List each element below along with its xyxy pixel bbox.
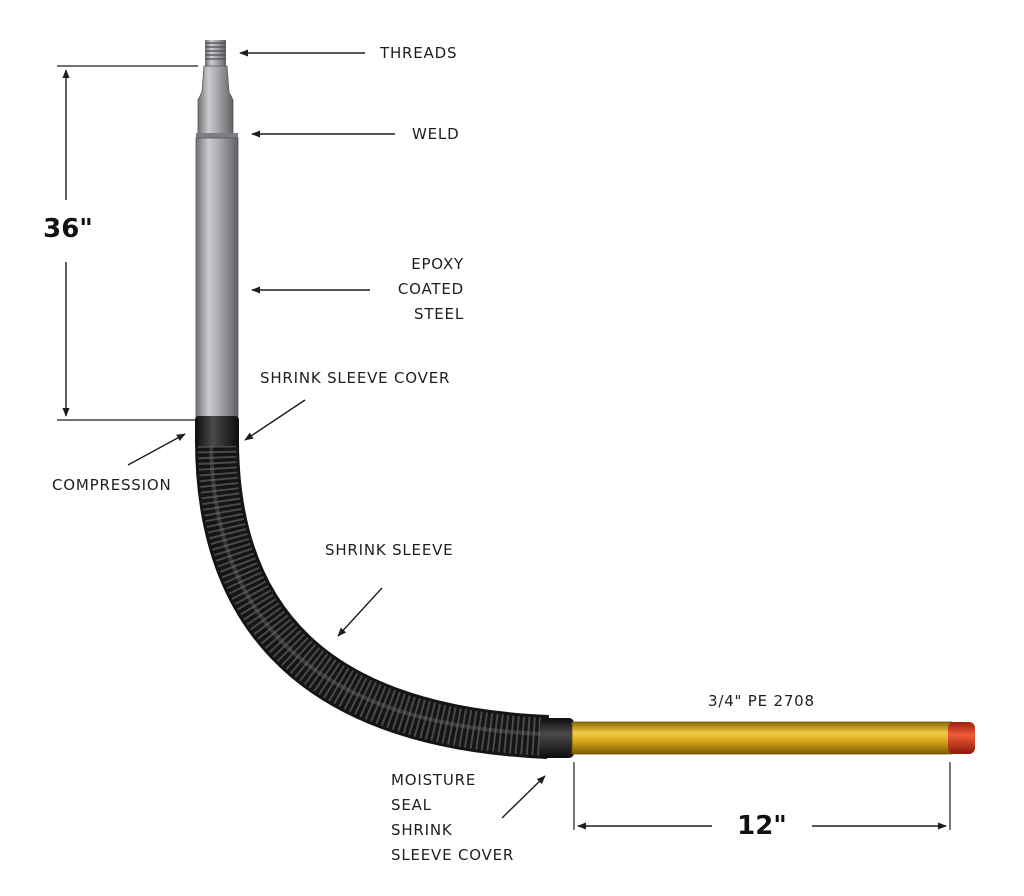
riser-length-value: 36" (36, 214, 100, 244)
moisture-seal-label-line: SHRINK (391, 821, 453, 839)
moisture-seal-label: MOISTURE SEAL SHRINK SLEEVE COVER (391, 768, 514, 868)
epoxy-coated-steel-pipe (195, 137, 239, 419)
steel-fitting (197, 65, 234, 139)
compression-label: COMPRESSION (52, 476, 172, 494)
shrink-sleeve-label: SHRINK SLEEVE (325, 541, 454, 559)
shrink-sleeve-cover-arrow (244, 399, 306, 441)
shrink-sleeve-arrow (337, 587, 383, 637)
moisture-seal-label-line: SLEEVE COVER (391, 846, 515, 864)
epoxy-label-line: EPOXY (411, 255, 464, 273)
shrink-sleeve-cover-top (195, 416, 239, 446)
moisture-seal-label-line: MOISTURE (391, 771, 477, 789)
weld-label: WELD (412, 125, 460, 143)
shrink-sleeve-cover-label: SHRINK SLEEVE COVER (260, 369, 451, 387)
moisture-seal-label-line: SEAL (391, 796, 432, 814)
pe-pipe-label: 3/4" PE 2708 (708, 692, 815, 710)
moisture-seal-arrow (501, 775, 546, 819)
weld-seam (196, 133, 238, 139)
epoxy-coated-steel-label: EPOXY COATED STEEL (378, 252, 464, 327)
threads (205, 40, 226, 66)
pe-stub-length-value: 12" (726, 811, 798, 841)
riser-length-dimension (57, 65, 198, 421)
epoxy-label-line: COATED (397, 280, 464, 298)
threads-label: THREADS (380, 44, 458, 62)
compression-arrow (127, 433, 186, 466)
moisture-seal-cover (540, 718, 574, 758)
epoxy-label-line: STEEL (414, 305, 464, 323)
pe-stub-length-dimension (573, 762, 951, 830)
end-cap (948, 722, 975, 754)
pe-pipe (571, 721, 953, 755)
shrink-sleeve-bend (195, 436, 549, 759)
